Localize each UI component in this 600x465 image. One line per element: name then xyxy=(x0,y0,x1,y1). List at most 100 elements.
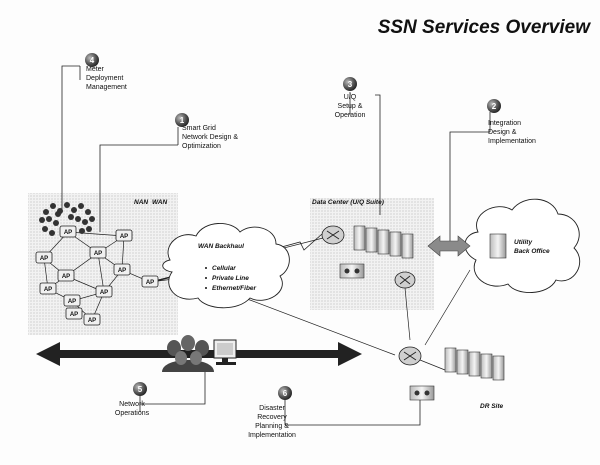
svg-text:AP: AP xyxy=(100,290,108,296)
step-1-line-2: Network Design & xyxy=(182,134,238,141)
step-3-line-1: U/Q xyxy=(344,94,357,101)
wan-item-private-line: Private Line xyxy=(212,275,249,282)
step-badge-5: 5 xyxy=(133,382,147,396)
ap-node: AP xyxy=(35,251,53,264)
ap-node: AP xyxy=(95,285,113,298)
wan-label: WAN xyxy=(152,199,167,206)
ap-node: AP xyxy=(113,263,131,276)
page-title: SSN Services Overview xyxy=(378,17,592,38)
svg-text:AP: AP xyxy=(68,299,76,305)
wan-item-cellular: Cellular xyxy=(212,265,236,272)
step-badge-2: 2 xyxy=(487,99,501,113)
network-operators-icon xyxy=(162,335,214,372)
step-6-line-2: Recovery xyxy=(257,414,287,421)
step-1-line-1: Smart Grid xyxy=(182,125,216,132)
step-4-line-2: Deployment xyxy=(86,75,123,82)
utility-line-1: Utility xyxy=(514,239,532,246)
step-4-line-1: Meter xyxy=(86,66,105,73)
step-badge-1: 1 xyxy=(175,113,189,127)
step-3-line-2: Setup & xyxy=(338,103,363,110)
ap-node: AP xyxy=(59,225,77,238)
callout-leaders xyxy=(61,65,491,426)
data-center-switch-icon xyxy=(394,271,416,289)
svg-text:AP: AP xyxy=(146,280,154,286)
svg-text:AP: AP xyxy=(118,268,126,274)
ap-node: AP xyxy=(89,246,107,259)
wan-item-ethernet-fiber: Ethernet/Fiber xyxy=(212,285,257,292)
svg-text:AP: AP xyxy=(120,234,128,240)
step-badge-6: 6 xyxy=(278,386,292,400)
ap-node: AP xyxy=(57,269,75,282)
data-center-router-icon xyxy=(321,225,345,245)
svg-text:AP: AP xyxy=(44,287,52,293)
step-badges: 4 1 3 2 5 6 xyxy=(85,53,501,400)
meter-cluster xyxy=(39,202,95,236)
data-center-storage-icon xyxy=(339,263,365,279)
svg-text:2: 2 xyxy=(492,102,497,111)
nan-zone xyxy=(28,193,178,335)
svg-text:3: 3 xyxy=(348,80,353,89)
step-5-line-1: Network xyxy=(119,401,145,408)
data-center-label: Data Center (U/Q Suite) xyxy=(312,199,384,206)
back-office-server-icon xyxy=(489,233,507,259)
svg-text:6: 6 xyxy=(283,389,288,398)
ap-nodes: AP AP AP AP AP AP AP AP AP AP AP AP xyxy=(35,225,159,326)
svg-text:AP: AP xyxy=(88,318,96,324)
svg-text:5: 5 xyxy=(138,385,143,394)
dr-site-server-rack-icon xyxy=(444,347,505,381)
ap-node: AP xyxy=(83,313,101,326)
step-2-line-2: Design & xyxy=(488,129,517,136)
ap-node: AP xyxy=(63,294,81,307)
integration-arrow xyxy=(427,235,471,257)
svg-text:1: 1 xyxy=(180,116,185,125)
svg-text:AP: AP xyxy=(40,256,48,262)
svg-text:AP: AP xyxy=(62,274,70,280)
step-5-line-2: Operations xyxy=(115,410,150,417)
dr-site-router-icon xyxy=(398,346,422,366)
wan-backhaul-label: WAN Backhaul xyxy=(198,243,244,250)
ap-node: AP xyxy=(115,229,133,242)
utility-back-office-cloud xyxy=(464,198,581,293)
svg-text:4: 4 xyxy=(90,56,95,65)
workstation-icon xyxy=(213,339,237,365)
ap-node: AP xyxy=(141,275,159,288)
svg-text:AP: AP xyxy=(94,251,102,257)
ap-node: AP xyxy=(39,282,57,295)
step-6-line-3: Planning & xyxy=(255,423,289,430)
svg-text:AP: AP xyxy=(64,230,72,236)
data-center-server-rack-icon xyxy=(353,225,414,259)
step-badge-4: 4 xyxy=(85,53,99,67)
dr-site-storage-icon xyxy=(409,385,435,401)
nan-label: NAN xyxy=(134,199,148,206)
wan-backhaul-list: Cellular Private Line Ethernet/Fiber xyxy=(205,265,257,292)
step-4-line-3: Management xyxy=(86,84,127,91)
step-2-line-3: Implementation xyxy=(488,138,536,145)
ap-node: AP xyxy=(65,307,83,320)
utility-line-2: Back Office xyxy=(514,248,550,255)
svg-text:AP: AP xyxy=(70,312,78,318)
callout-step-3: U/Q Setup & Operation xyxy=(335,94,366,119)
step-6-line-1: Disaster xyxy=(259,405,285,412)
data-center-zone xyxy=(310,198,434,310)
wan-backhaul-cloud xyxy=(162,223,290,309)
step-1-line-3: Optimization xyxy=(182,143,221,150)
dr-site-label: DR Site xyxy=(480,403,504,410)
step-3-line-3: Operation xyxy=(335,112,366,119)
step-2-line-1: Integration xyxy=(488,120,521,127)
step-6-line-4: Implementation xyxy=(248,432,296,439)
step-badge-3: 3 xyxy=(343,77,357,91)
